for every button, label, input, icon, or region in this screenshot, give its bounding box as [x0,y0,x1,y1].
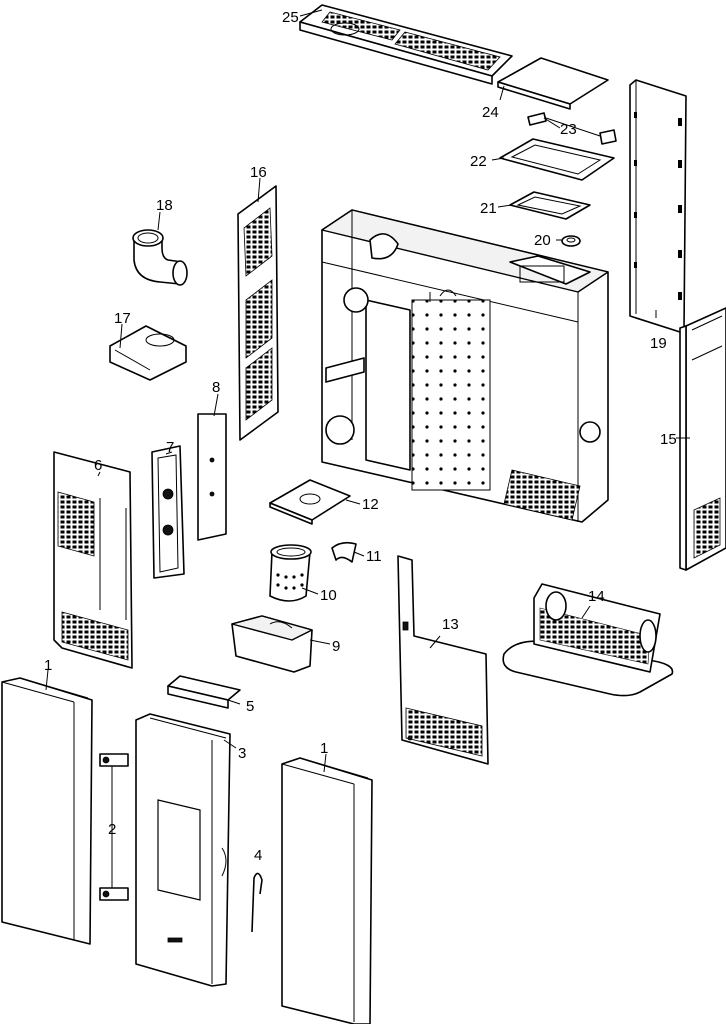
part-8-plate [197,413,227,541]
part-23-clip [527,112,617,145]
part-1-side-cover-right [281,757,373,1024]
callout-1-right: 1 [320,740,328,757]
part-11-curved-plate [331,541,357,563]
callout-6: 6 [94,457,102,474]
part-15-side-panel [679,307,726,571]
part-6-side-panel [53,451,133,669]
part-21-gasket [509,191,591,220]
callout-19: 19 [650,335,667,352]
callout-20: 20 [534,232,551,249]
callout-17: 17 [114,310,131,327]
part-1-side-cover-left [1,677,93,945]
callout-9: 9 [332,638,340,655]
part-25-top-grille [299,4,513,85]
callout-15: 15 [660,431,677,448]
part-7-framed-panel [151,445,185,579]
callout-10: 10 [320,587,337,604]
part-13-side-panel [397,555,489,765]
callout-11: 11 [366,548,382,565]
part-17-bracket [109,325,187,381]
part-9-ash-tray [231,615,313,673]
callout-24: 24 [482,104,499,121]
callout-3: 3 [238,745,246,762]
callout-8: 8 [212,379,220,396]
callout-21: 21 [480,200,497,217]
callout-labels: 25 24 23 22 21 20 19 15 16 18 17 8 7 6 1… [44,9,677,864]
part-22-frame [499,138,615,181]
part-12-plate [269,479,351,525]
part-24-top-plate [497,57,609,110]
callout-4: 4 [254,847,262,864]
leader-lines [45,9,690,773]
callout-5: 5 [246,698,254,715]
callout-23: 23 [560,121,577,138]
part-5-deflector [167,675,241,709]
callout-2: 2 [108,821,116,838]
callout-12: 12 [362,496,379,513]
callout-14: 14 [588,588,605,605]
callout-1-left: 1 [44,657,52,674]
part-19-side-panel [629,79,687,333]
part-3-front-door [135,713,231,987]
part-2-hinges [99,753,129,901]
part-4-handle [251,872,263,933]
part-10-burn-pot [269,544,312,602]
part-20-disc [561,235,581,247]
stove-chassis [321,209,609,523]
part-16-grille-panel [237,185,279,441]
callout-16: 16 [250,164,267,181]
callout-7: 7 [166,439,174,456]
callout-13: 13 [442,616,459,633]
callout-18: 18 [156,197,173,214]
part-14-hopper-base [502,583,674,697]
callout-25: 25 [282,9,299,26]
part-18-elbow-pipe [132,229,188,286]
callout-22: 22 [470,153,487,170]
